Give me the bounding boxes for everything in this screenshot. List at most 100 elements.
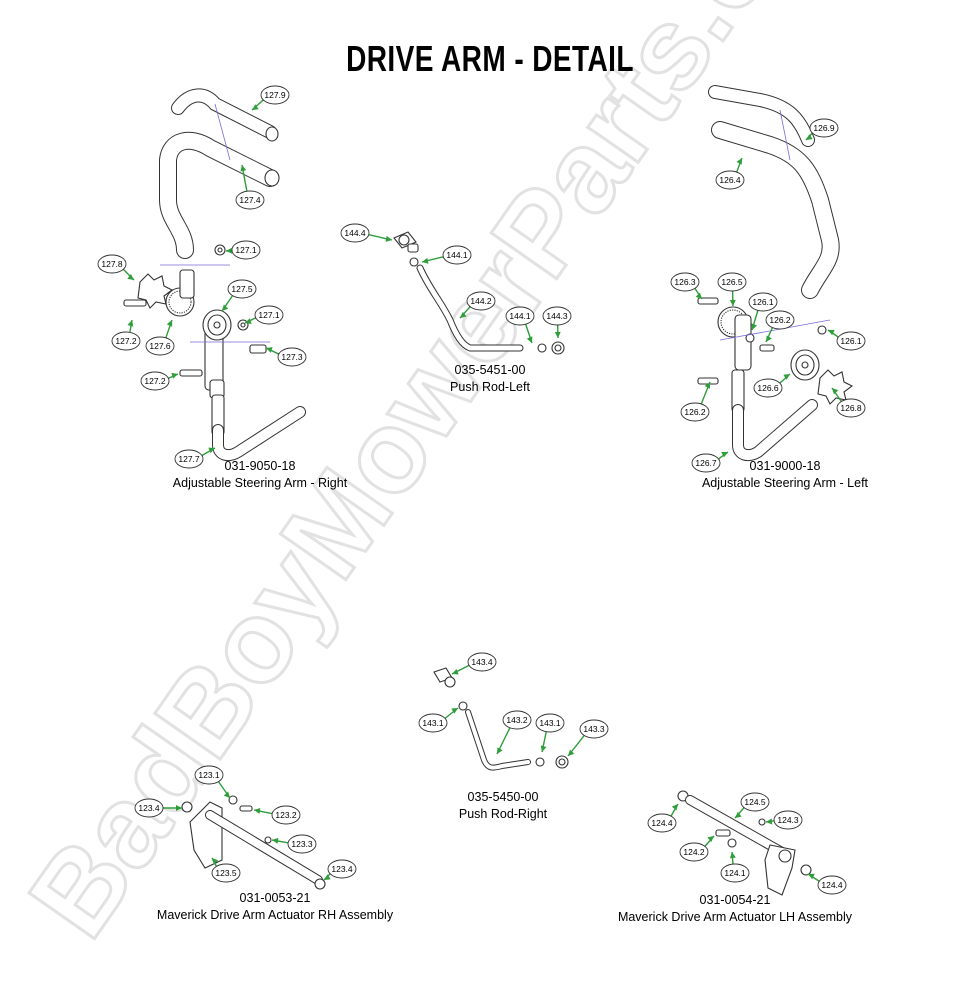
- callout-124-4: 124.4: [648, 804, 678, 832]
- arrowhead: [555, 332, 561, 338]
- callout-label: 144.1: [509, 311, 531, 321]
- callout-label: 127.2: [115, 336, 137, 346]
- arrowhead: [735, 812, 742, 818]
- callout-126-2: 126.2: [766, 311, 794, 342]
- part-number: 031-0053-21: [140, 890, 410, 907]
- callout-126-1: 126.1: [828, 330, 865, 350]
- callout-label: 126.4: [719, 175, 741, 185]
- callout-label: 124.4: [821, 880, 843, 890]
- callout-127-3: 127.3: [266, 347, 306, 366]
- callout-126-6: 126.6: [754, 374, 790, 397]
- callout-127-1: 127.1: [226, 241, 260, 259]
- callout-143-1: 143.1: [419, 708, 458, 732]
- assembly-caption: 035-5451-00 Push Rod-Left: [400, 362, 580, 396]
- callout-143-2: 143.2: [497, 711, 531, 754]
- assembly-caption: 035-5450-00 Push Rod-Right: [413, 789, 593, 823]
- callout-label: 123.5: [215, 868, 237, 878]
- callout-124-5: 124.5: [735, 793, 769, 818]
- callout-126-9: 126.9: [806, 119, 838, 140]
- callout-label: 123.4: [331, 864, 353, 874]
- arrowhead: [730, 852, 736, 858]
- callout-144-1: 144.1: [422, 246, 471, 264]
- callout-label: 144.4: [344, 228, 366, 238]
- callout-143-1: 143.1: [536, 714, 564, 752]
- arrowhead: [568, 750, 574, 756]
- arrowhead: [324, 874, 331, 880]
- part-number: 031-9050-18: [160, 458, 360, 475]
- part-number: 035-5450-00: [413, 789, 593, 806]
- callout-label: 126.6: [757, 383, 779, 393]
- callout-124-3: 124.3: [766, 811, 802, 829]
- callout-label: 124.2: [683, 847, 705, 857]
- assembly-name: Maverick Drive Arm Actuator RH Assembly: [140, 907, 410, 924]
- callout-143-4: 143.4: [452, 653, 496, 675]
- callout-127-5: 127.5: [222, 280, 256, 311]
- assembly-caption: 031-9000-18 Adjustable Steering Arm - Le…: [685, 458, 885, 492]
- callout-label: 126.8: [840, 403, 862, 413]
- part-number: 031-9000-18: [685, 458, 885, 475]
- callout-label: 124.5: [744, 797, 766, 807]
- callout-label: 143.1: [539, 718, 561, 728]
- arrowhead: [766, 818, 772, 824]
- assembly-name: Adjustable Steering Arm - Left: [685, 475, 885, 492]
- assembly-caption: 031-0053-21 Maverick Drive Arm Actuator …: [140, 890, 410, 924]
- callout-label: 144.1: [446, 250, 468, 260]
- page-title: DRIVE ARM - DETAIL: [108, 38, 872, 80]
- callout-label: 123.3: [291, 839, 313, 849]
- callout-123-3: 123.3: [272, 835, 316, 853]
- callout-143-3: 143.3: [568, 720, 608, 756]
- callout-124-2: 124.2: [680, 836, 714, 861]
- callout-label: 144.2: [470, 296, 492, 306]
- callout-127-6: 127.6: [146, 320, 174, 355]
- callout-label: 123.4: [138, 803, 160, 813]
- callout-label: 127.1: [258, 310, 280, 320]
- callout-label: 143.3: [583, 724, 605, 734]
- callout-label: 143.1: [422, 718, 444, 728]
- assembly-caption: 031-0054-21 Maverick Drive Arm Actuator …: [600, 892, 870, 926]
- callout-126-5: 126.5: [718, 273, 746, 306]
- assembly-caption: 031-9050-18 Adjustable Steering Arm - Ri…: [160, 458, 360, 492]
- callout-label: 126.1: [840, 336, 862, 346]
- callout-127-2: 127.2: [141, 372, 178, 390]
- callout-label: 126.2: [769, 315, 791, 325]
- assembly-name: Push Rod-Left: [400, 379, 580, 396]
- callout-label: 126.3: [674, 277, 696, 287]
- callout-127-1: 127.1: [245, 306, 283, 324]
- callout-144-4: 144.4: [341, 224, 392, 242]
- assembly-name: Push Rod-Right: [413, 806, 593, 823]
- part-number: 031-0054-21: [600, 892, 870, 909]
- part-number: 035-5451-00: [400, 362, 580, 379]
- callout-label: 127.1: [235, 245, 257, 255]
- callout-123-4: 123.4: [324, 860, 356, 880]
- callout-label: 126.9: [813, 123, 835, 133]
- callout-124-4: 124.4: [808, 874, 846, 894]
- callout-label: 124.4: [651, 818, 673, 828]
- callout-label: 127.3: [281, 352, 303, 362]
- callout-126-3: 126.3: [671, 273, 702, 299]
- assembly-name: Maverick Drive Arm Actuator LH Assembly: [600, 909, 870, 926]
- callout-127-8: 127.8: [98, 255, 134, 280]
- callout-label: 126.2: [684, 407, 706, 417]
- steering-arm-left-drawing: [698, 92, 852, 455]
- callout-label: 144.3: [546, 311, 568, 321]
- callout-label: 126.5: [721, 277, 743, 287]
- callout-label: 127.5: [231, 284, 253, 294]
- callout-127-2: 127.2: [112, 320, 140, 350]
- callout-126-2: 126.2: [681, 382, 710, 421]
- callout-label: 124.3: [777, 815, 799, 825]
- callout-label: 127.6: [149, 341, 171, 351]
- callout-label: 127.4: [239, 195, 261, 205]
- assembly-name: Adjustable Steering Arm - Right: [160, 475, 360, 492]
- callout-label: 143.2: [506, 715, 528, 725]
- callout-label: 127.2: [144, 376, 166, 386]
- arrowhead: [266, 347, 273, 353]
- callout-label: 126.1: [752, 297, 774, 307]
- steering-arm-right-drawing: [124, 95, 300, 455]
- callout-label: 127.9: [264, 90, 286, 100]
- callout-label: 123.1: [198, 770, 220, 780]
- arrowhead: [707, 836, 714, 842]
- arrowhead: [386, 236, 392, 242]
- callout-126-4: 126.4: [716, 158, 744, 189]
- callout-124-1: 124.1: [721, 852, 749, 882]
